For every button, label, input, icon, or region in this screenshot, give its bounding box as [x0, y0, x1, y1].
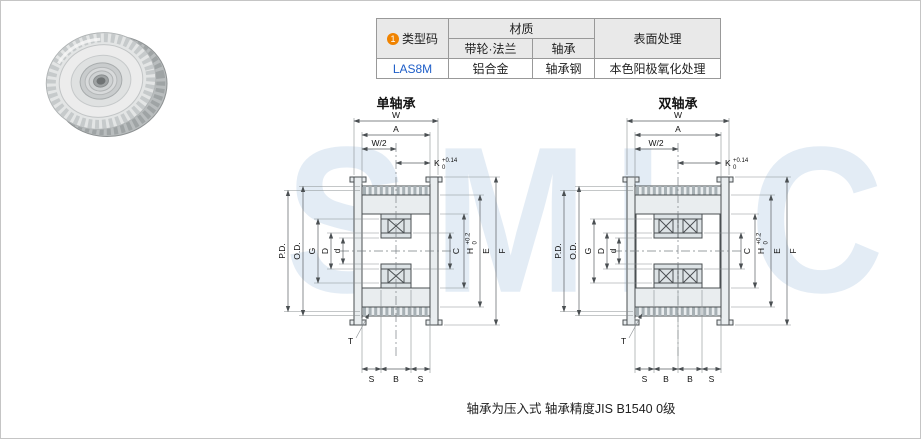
dim-label-k-tol-upper: +0.14	[733, 158, 749, 164]
dim-label-a: A	[393, 124, 399, 134]
dim-label-t: T	[621, 336, 626, 346]
dim-label-h-tol-upper: +0.2	[757, 232, 763, 245]
type-code-label: 类型码	[401, 32, 438, 46]
dim-label-b-right: B	[687, 374, 693, 384]
dim-label-k-tol-lower: 0	[442, 165, 446, 171]
dim-label-s-right: S	[709, 374, 715, 384]
dim-label-w-half: W/2	[371, 138, 386, 148]
dimensions: W A W/2 K +0.14 0 P.D. O.D. G D d	[277, 110, 507, 384]
dim-label-k-tol-lower: 0	[733, 165, 737, 171]
material-subheader-pulley-flange: 带轮·法兰	[448, 38, 533, 59]
dim-label-h-tol-upper: +0.2	[466, 232, 472, 245]
dim-label-s-right: S	[418, 374, 424, 384]
dim-label-b-left: B	[663, 374, 669, 384]
product-photo	[45, 32, 168, 138]
dim-label-t: T	[348, 336, 353, 346]
dim-label-g: G	[307, 248, 317, 255]
dim-label-c: C	[451, 248, 461, 254]
dim-label-od: O.D.	[292, 242, 302, 259]
dim-label-w-half: W/2	[648, 138, 663, 148]
dim-label-h-tol-lower: 0	[764, 241, 770, 245]
surface-header: 表面处理	[594, 18, 721, 59]
dim-label-d-lower: d	[332, 248, 342, 253]
dim-label-h: H	[465, 248, 475, 254]
single-bearing-title: 单轴承	[376, 96, 416, 111]
double-bearing-title: 双轴承	[658, 96, 698, 111]
pulley-flange-material: 铝合金	[448, 58, 533, 79]
table-row: LAS8M 铝合金 轴承钢 本色阳极氧化处理	[376, 58, 721, 79]
dim-label-w: W	[674, 110, 682, 120]
bearing-section	[653, 213, 703, 289]
dim-label-s-left: S	[369, 374, 375, 384]
dim-label-h-tol-lower: 0	[473, 241, 479, 245]
dim-label-e: E	[481, 248, 491, 254]
material-header: 材质	[448, 18, 595, 39]
single-bearing-drawing: W A W/2 K +0.14 0 P.D. O.D. G D d	[277, 110, 507, 384]
dim-label-b: B	[393, 374, 399, 384]
dim-label-d-upper: D	[320, 248, 330, 254]
dim-label-f: F	[788, 248, 798, 253]
dim-label-d-upper: D	[596, 248, 606, 254]
type-code-value: LAS8M	[376, 58, 449, 79]
centerlines	[340, 143, 452, 357]
dim-label-k: K	[434, 158, 440, 168]
dim-label-k-tol-upper: +0.14	[442, 158, 458, 164]
dim-label-f: F	[497, 248, 507, 253]
dim-label-pd: P.D.	[553, 243, 563, 258]
footer-note: 轴承为压入式 轴承精度JIS B1540 0级	[466, 402, 676, 416]
double-bearing-drawing: W A W/2 K +0.14 0 P.D. O.D. G D d	[553, 110, 798, 384]
dimensions: W A W/2 K +0.14 0 P.D. O.D. G D d	[553, 110, 798, 384]
dim-label-c: C	[742, 248, 752, 254]
dim-label-pd: P.D.	[277, 243, 287, 258]
type-code-badge: 1	[386, 33, 399, 45]
dim-label-k: K	[725, 158, 731, 168]
dim-label-h: H	[756, 248, 766, 254]
material-subheader-bearing: 轴承	[532, 38, 595, 59]
surface-treatment: 本色阳极氧化处理	[594, 58, 721, 79]
pulley-render	[45, 32, 168, 138]
bearing-material: 轴承钢	[532, 58, 595, 79]
dim-label-od: O.D.	[568, 242, 578, 259]
dim-label-d-lower: d	[608, 248, 618, 253]
dim-label-w: W	[392, 110, 400, 120]
dim-label-e: E	[772, 248, 782, 254]
dim-label-g: G	[583, 248, 593, 255]
dim-label-s-left: S	[642, 374, 648, 384]
dim-label-a: A	[675, 124, 681, 134]
